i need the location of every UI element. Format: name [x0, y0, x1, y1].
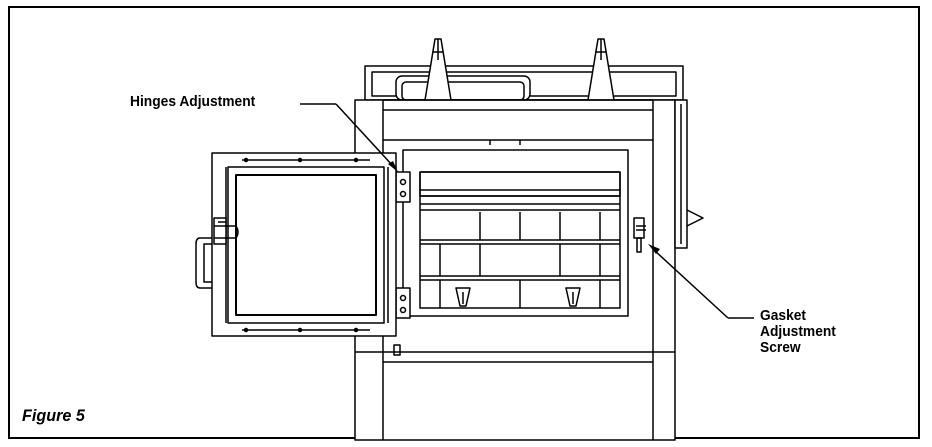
lower-hinge — [395, 287, 411, 319]
oven-top-cap — [364, 65, 684, 101]
gasket-label-line-2: Adjustment — [760, 323, 836, 340]
gasket-label-line-3: Screw — [760, 339, 801, 356]
hinges-adjustment-label: Hinges Adjustment — [130, 93, 256, 110]
right-side-panel — [674, 99, 704, 249]
top-support-right — [587, 38, 615, 101]
figure-caption: Figure 5 — [22, 406, 85, 425]
door-handle — [195, 217, 239, 289]
upper-hinge — [395, 171, 411, 203]
gasket-leader-line — [653, 249, 754, 319]
oven-door — [211, 152, 397, 337]
hinges-arrowhead — [388, 161, 398, 172]
gasket-label-line-1: Gasket — [760, 307, 807, 324]
gasket-adjustment-screw-label: Gasket Adjustment Screw — [760, 308, 836, 356]
top-support-left — [424, 38, 452, 101]
oven-cavity — [402, 149, 629, 317]
hinges-leader-line — [300, 103, 394, 167]
gasket-adjustment-screw — [633, 217, 646, 253]
gasket-arrowhead — [648, 244, 660, 254]
